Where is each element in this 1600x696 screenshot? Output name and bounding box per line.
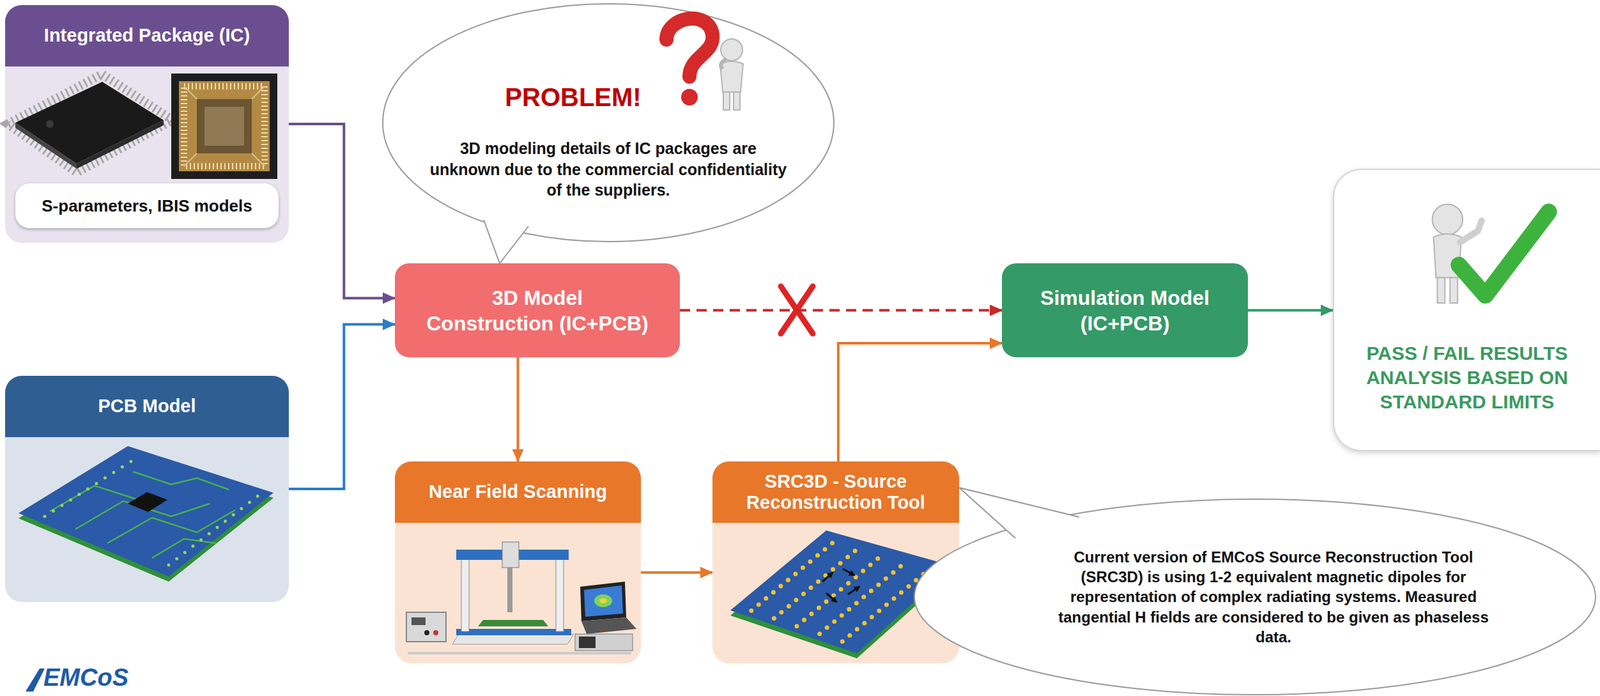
panel-title: PCB Model (5, 375, 289, 438)
process-box: 3D Model Construction (IC+PCB) (394, 263, 680, 358)
question-figure-part (681, 88, 698, 106)
scanner-photo-part (575, 633, 633, 651)
ic-illustration-part (184, 86, 265, 167)
process-box: Simulation Model (IC+PCB) (1001, 263, 1248, 358)
scanner-photo-part (502, 541, 519, 568)
model-format-label: S-parameters, IBIS models (41, 196, 252, 216)
scanner-photo-part (594, 594, 613, 608)
company-logo: EMCoS (43, 664, 129, 692)
flow-arrow (288, 324, 395, 489)
approval-figure-part (1458, 211, 1549, 296)
scanner-photo-part (578, 636, 596, 648)
ic-panel: Integrated Package (IC) S-parameters, IBI… (5, 5, 289, 243)
result-label: PASS / FAIL RESULTS ANALYSIS BASED ON ST… (1343, 341, 1592, 415)
scanner-photo-part (407, 651, 632, 655)
scanner-photo-part (411, 617, 426, 625)
panel-title: Near Field Scanning (394, 461, 641, 523)
result-panel: PASS / FAIL RESULTS ANALYSIS BASED ON ST… (1332, 168, 1600, 452)
scanner-photo-part (452, 633, 574, 645)
reconstruction-illustration-part-part (842, 571, 927, 642)
pcb-illustration-part (127, 492, 168, 512)
reconstruction-illustration-part-part (847, 586, 860, 595)
approval-figure-part (1460, 220, 1482, 243)
scanner-photo-part (580, 581, 627, 622)
pcb-illustration-part (168, 494, 260, 565)
scanner-photo-part (461, 557, 470, 632)
ic-illustration-part (171, 73, 278, 179)
ic-illustration-part (184, 86, 265, 167)
flow-arrow (516, 357, 520, 462)
scanner-photo-part (584, 585, 624, 617)
scanner-photo-part (581, 617, 637, 634)
question-figure-part (733, 92, 740, 110)
question-figure-part (666, 18, 713, 77)
note-bubble: Current version of EMCoS Source Reconstr… (913, 497, 1597, 696)
reconstruction-illustration-part-part (773, 548, 859, 619)
problem-note: 3D modeling details of IC packages are u… (429, 138, 788, 201)
scanner-panel: Near Field Scanning (394, 461, 641, 664)
pcb-panel: PCB Model (5, 375, 289, 602)
scanner-photo-part (406, 612, 447, 642)
pcb-illustration-part (18, 446, 274, 577)
ic-illustration-part (196, 99, 252, 154)
pcb-illustration-part (49, 471, 236, 558)
reconstruction-illustration-part (822, 568, 860, 602)
reconstruction-illustration-part-part (822, 572, 833, 582)
scanner-photo-part (507, 567, 513, 613)
flow-arrow (838, 343, 1002, 462)
tool-panel: SRC3D - Source Reconstruction Tool (712, 461, 960, 664)
pcb-illustration-part-part (49, 485, 143, 512)
question-figure-part (720, 38, 743, 61)
scanner-photo-part (555, 557, 564, 632)
ic-illustration-part (46, 120, 54, 128)
problem-bubble: PROBLEM! 3D modeling details of IC packag… (381, 2, 836, 243)
reconstruction-illustration-part-part (842, 568, 855, 576)
approval-figure-part (1437, 277, 1445, 303)
approval-figure-part (1431, 204, 1463, 236)
reconstruction-illustration-part (751, 540, 928, 642)
flow-arrow (288, 123, 395, 298)
question-figure-part (723, 92, 730, 110)
ic-illustration-part (204, 106, 245, 146)
speech-bubble (381, 2, 836, 243)
reconstruction-illustration-part-part (796, 555, 882, 627)
scanner-photo-part (456, 628, 572, 636)
logo-text: EMCoS (43, 664, 129, 692)
panel-title: Integrated Package (IC) (5, 5, 289, 67)
process-label: Simulation Model (IC+PCB) (1017, 284, 1233, 337)
ic-illustration-part (15, 81, 164, 164)
flow-arrow (1247, 309, 1333, 312)
scanner-photo-part (424, 630, 430, 636)
speech-bubble-part (959, 487, 1080, 539)
logo-mark (25, 668, 45, 692)
panel-title: SRC3D - Source Reconstruction Tool (712, 461, 960, 523)
reconstruction-illustration-part-part (751, 540, 836, 611)
reconstruction-illustration-part-part (826, 592, 837, 602)
scanner-photo-part (599, 598, 608, 604)
tool-note: Current version of EMCoS Source Reconstr… (1053, 546, 1494, 647)
problem-heading: PROBLEM! (504, 81, 641, 113)
pcb-illustration-part-part (132, 471, 229, 490)
blocked-connector (679, 309, 1002, 312)
pcb-illustration-part (44, 460, 133, 517)
pcb-illustration-part-part (152, 538, 216, 558)
speech-bubble-part (483, 219, 529, 264)
ic-illustration-part (7, 74, 173, 173)
question-figure-part (720, 58, 727, 70)
process-label: 3D Model Construction (IC+PCB) (410, 284, 665, 337)
approval-figure-part (1449, 277, 1458, 303)
scanner-photo-part (477, 619, 549, 627)
question-figure (381, 2, 836, 243)
scanner-photo-part (433, 630, 439, 636)
model-format-box: S-parameters, IBIS models (15, 183, 279, 229)
flow-arrow (640, 571, 713, 574)
reconstruction-illustration-part-part (819, 563, 905, 634)
question-figure-part (720, 61, 744, 93)
speech-bubble-part (382, 3, 834, 242)
ic-illustration-part (178, 81, 270, 172)
